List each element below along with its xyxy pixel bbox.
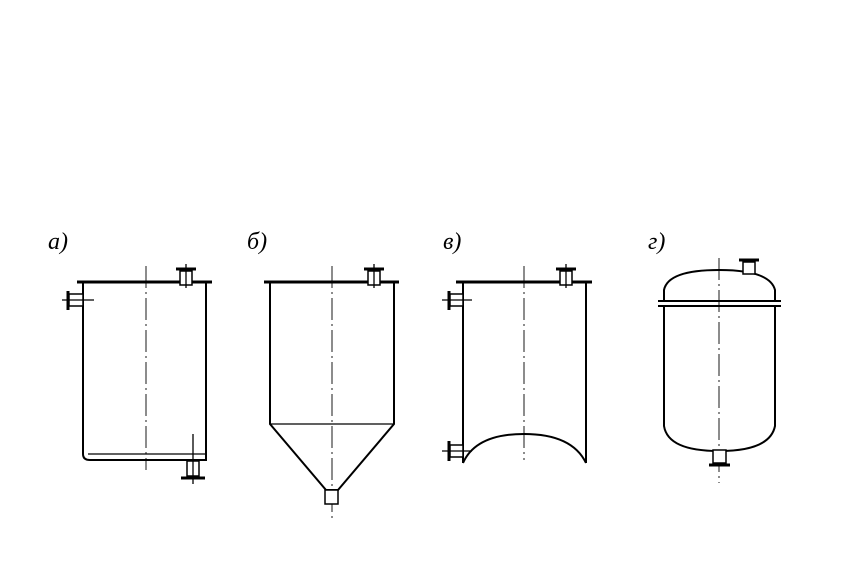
vessel-d-top-head [663, 268, 776, 302]
vessel-c-lower-side-nozzle [442, 441, 472, 461]
label-b: б) [247, 229, 268, 255]
vessel-a-side-nozzle [62, 291, 94, 310]
label-c: в) [443, 229, 462, 255]
vessel-a-bottom-nozzle [181, 434, 205, 484]
vessel-d-body [663, 306, 776, 453]
vessel-b-bottom-nozzle [324, 489, 339, 505]
vessel-c-upper-side-nozzle [442, 291, 472, 310]
label-d: г) [648, 229, 666, 255]
vessel-c [442, 264, 592, 464]
vessel-d [658, 258, 781, 483]
vessel-a-top-nozzle [176, 264, 196, 288]
vessel-d-bottom-nozzle [709, 449, 730, 467]
vessel-a-body [82, 283, 207, 461]
vessel-b-top-nozzle [364, 264, 384, 288]
label-a: а) [48, 229, 68, 255]
vessel-b [264, 264, 399, 522]
vessel-d-top-nozzle [739, 258, 759, 275]
vessel-a [62, 264, 212, 484]
vessel-c-top-nozzle [556, 264, 576, 288]
vessel-c-bottom [462, 432, 587, 464]
